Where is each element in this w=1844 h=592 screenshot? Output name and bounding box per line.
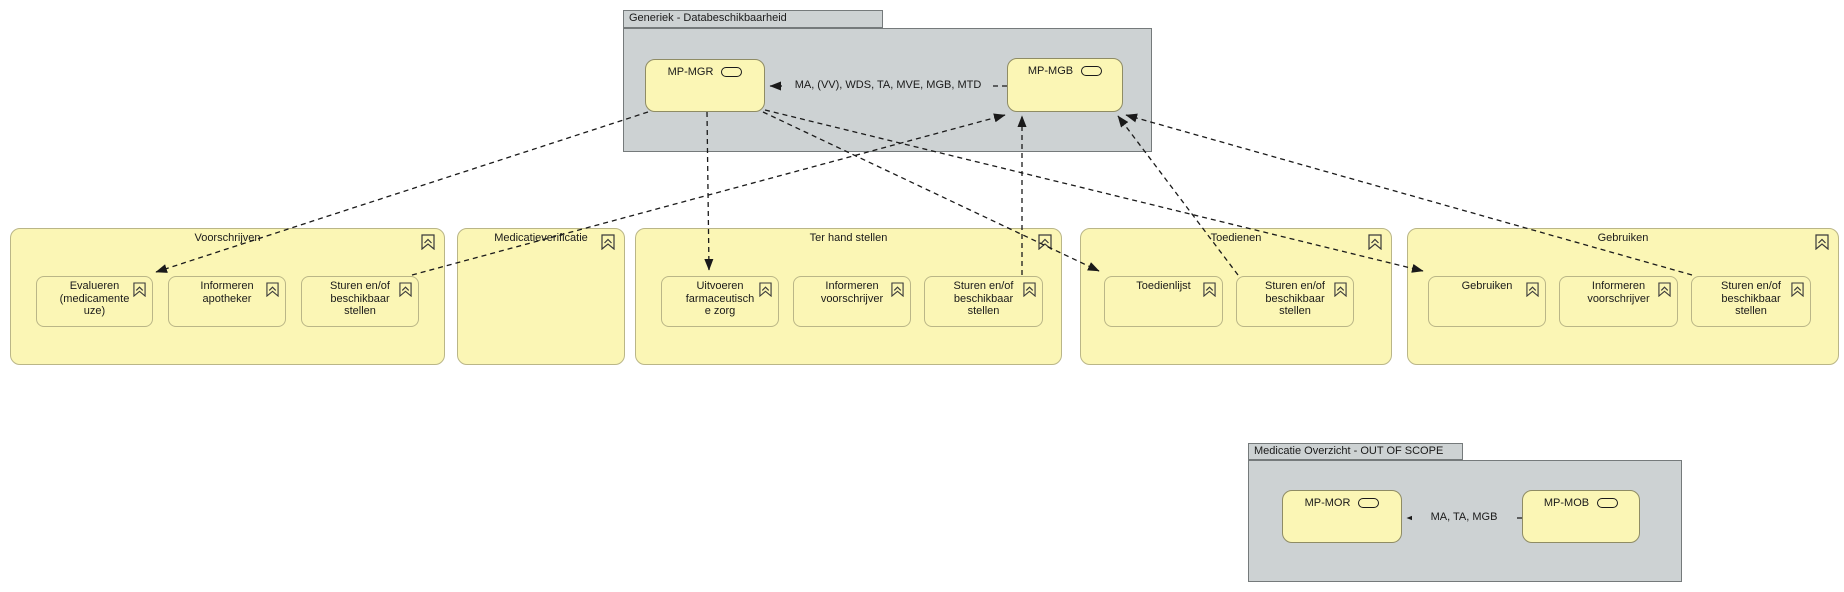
function-informeren-apotheker[interactable]: Informeren apotheker bbox=[168, 276, 286, 327]
group-ter-hand-stellen-title: Ter hand stellen bbox=[809, 232, 888, 244]
component-mp-mob[interactable]: MP-MOB bbox=[1522, 490, 1640, 543]
function-icon bbox=[1368, 234, 1382, 253]
function-icon bbox=[1658, 282, 1671, 300]
function-toedienlijst[interactable]: Toedienlijst bbox=[1104, 276, 1223, 327]
component-icon bbox=[1597, 498, 1619, 508]
function-icon bbox=[601, 234, 615, 253]
component-mp-mor[interactable]: MP-MOR bbox=[1282, 490, 1402, 543]
function-informeren-voorschrijver-ths[interactable]: Informeren voorschrijver bbox=[793, 276, 911, 327]
function-icon bbox=[1203, 282, 1216, 300]
component-mp-mgb-label: MP-MGB bbox=[1027, 65, 1074, 77]
function-sturen-gebruiken[interactable]: Sturen en/of beschikbaar stellen bbox=[1691, 276, 1811, 327]
group-gebruiken[interactable]: Gebruiken Gebruiken Informeren voorschri… bbox=[1407, 228, 1839, 365]
function-icon bbox=[133, 282, 146, 300]
group-voorschrijven-title: Voorschrijven bbox=[194, 232, 261, 244]
function-informeren-voorschrijver-gebruiken[interactable]: Informeren voorschrijver bbox=[1559, 276, 1678, 327]
flow-label-out-of-scope: MA, TA, MGB bbox=[1412, 511, 1516, 525]
group-medicatieverificatie[interactable]: Medicatieverificatie bbox=[457, 228, 625, 365]
function-icon bbox=[1791, 282, 1804, 300]
group-generiek-title: Generiek - Databeschikbaarheid bbox=[629, 12, 787, 24]
function-icon bbox=[891, 282, 904, 300]
group-medicatieverificatie-title: Medicatieverificatie bbox=[494, 232, 588, 244]
group-gebruiken-title: Gebruiken bbox=[1597, 232, 1649, 244]
group-toedienen[interactable]: Toedienen Toedienlijst Sturen en/of besc… bbox=[1080, 228, 1392, 365]
function-icon bbox=[266, 282, 279, 300]
function-sturen-voorschrijven[interactable]: Sturen en/of beschikbaar stellen bbox=[301, 276, 419, 327]
function-icon bbox=[1038, 234, 1052, 253]
function-icon bbox=[1526, 282, 1539, 300]
function-icon bbox=[1023, 282, 1036, 300]
component-mp-mgr[interactable]: MP-MGR bbox=[645, 59, 765, 112]
component-icon bbox=[1358, 498, 1380, 508]
function-evalueren[interactable]: Evalueren (medicamente uze) bbox=[36, 276, 153, 327]
component-mp-mgb[interactable]: MP-MGB bbox=[1007, 58, 1123, 112]
function-icon bbox=[759, 282, 772, 300]
function-uitvoeren-farmaceutische-zorg[interactable]: Uitvoeren farmaceutisch e zorg bbox=[661, 276, 779, 327]
function-icon bbox=[399, 282, 412, 300]
component-mp-mgr-label: MP-MGR bbox=[667, 66, 714, 78]
component-icon bbox=[1081, 66, 1103, 76]
component-mp-mor-label: MP-MOR bbox=[1304, 497, 1351, 509]
flow-label-generiek: MA, (VV), WDS, TA, MVE, MGB, MTD bbox=[786, 79, 990, 93]
group-out-of-scope-tab[interactable]: Medicatie Overzicht - OUT OF SCOPE bbox=[1248, 443, 1463, 460]
group-ter-hand-stellen[interactable]: Ter hand stellen Uitvoeren farmaceutisch… bbox=[635, 228, 1062, 365]
group-toedienen-title: Toedienen bbox=[1210, 232, 1262, 244]
function-icon bbox=[1815, 234, 1829, 253]
group-voorschrijven[interactable]: Voorschrijven Evalueren (medicamente uze… bbox=[10, 228, 445, 365]
group-generiek-tab[interactable]: Generiek - Databeschikbaarheid bbox=[623, 10, 883, 28]
group-out-of-scope-title: Medicatie Overzicht - OUT OF SCOPE bbox=[1254, 445, 1444, 457]
function-sturen-ter-hand-stellen[interactable]: Sturen en/of beschikbaar stellen bbox=[924, 276, 1043, 327]
function-icon bbox=[1334, 282, 1347, 300]
function-gebruiken[interactable]: Gebruiken bbox=[1428, 276, 1546, 327]
function-icon bbox=[421, 234, 435, 253]
function-sturen-toedienen[interactable]: Sturen en/of beschikbaar stellen bbox=[1236, 276, 1354, 327]
component-mp-mob-label: MP-MOB bbox=[1543, 497, 1590, 509]
component-icon bbox=[721, 67, 743, 77]
